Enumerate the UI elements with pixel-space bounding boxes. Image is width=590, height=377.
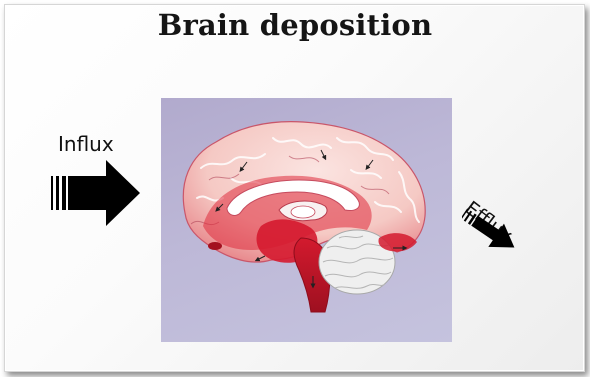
efflux-arrow-icon — [462, 205, 532, 257]
brain-illustration — [161, 98, 452, 342]
influx-arrow-icon — [48, 158, 142, 228]
brain-figure — [161, 98, 452, 342]
influx-label: Influx — [58, 132, 114, 156]
slide-title: Brain deposition — [0, 8, 590, 42]
